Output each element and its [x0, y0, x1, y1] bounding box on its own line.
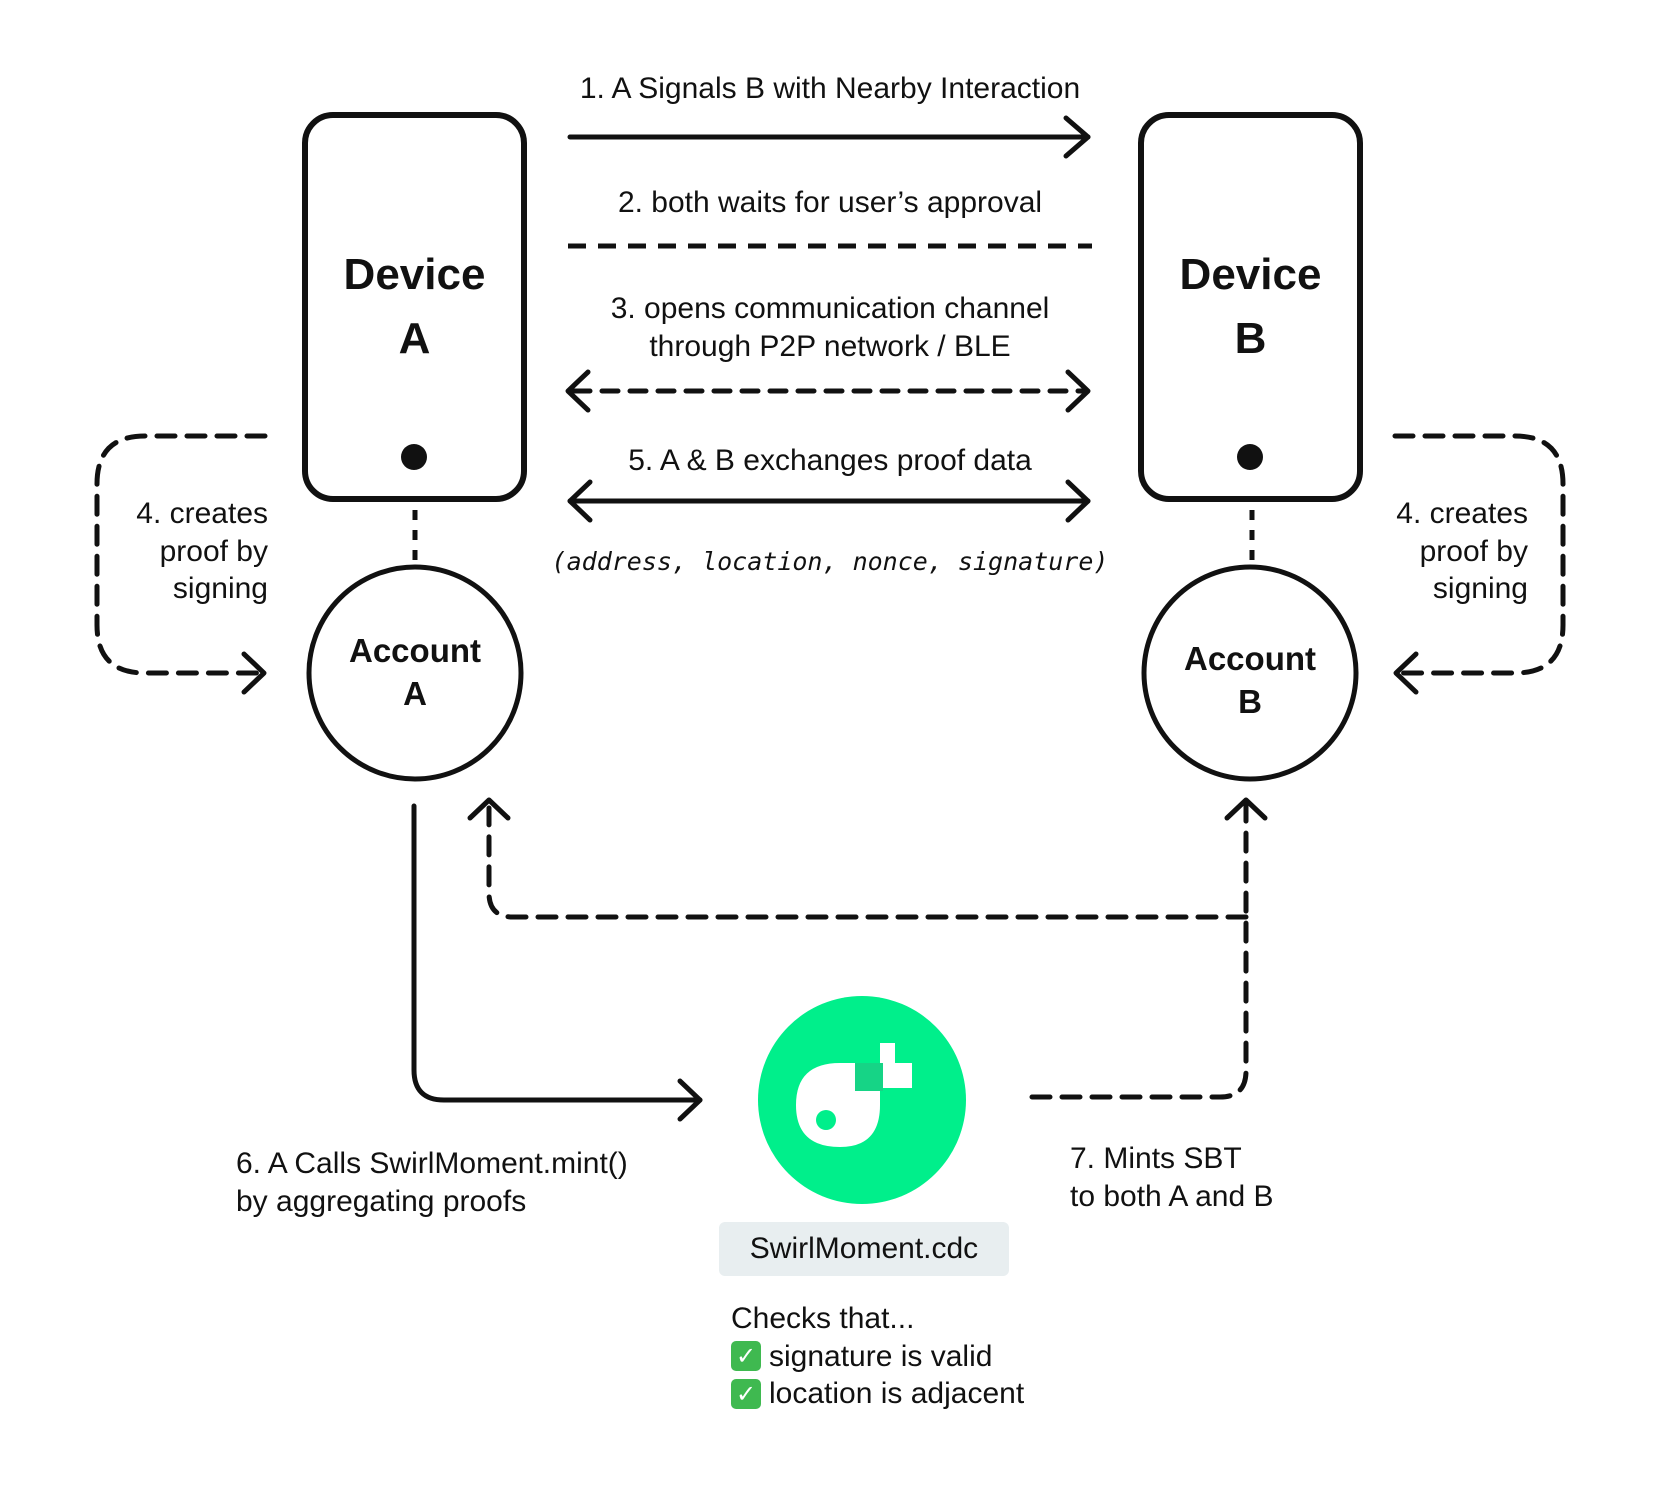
step5-fields: (address, location, nonce, signature)	[551, 547, 1109, 576]
checks-title: Checks that...	[731, 1302, 915, 1335]
step6-arrow	[411, 803, 703, 1122]
check-item-signature-label: signature is valid	[769, 1339, 993, 1373]
step4-right-line2: proof by	[1419, 534, 1528, 568]
step7-label: 7. Mints SBT to both A and B	[1070, 1140, 1274, 1215]
step4-right-line3: signing	[1432, 572, 1528, 605]
step1-arrow	[567, 115, 1091, 159]
step4-left-line3: signing	[172, 572, 268, 605]
check-mark-icon: ✓	[731, 1378, 761, 1409]
step4-right-line1: 4. creates	[1396, 497, 1528, 530]
step3-label-line2: through P2P network / BLE	[649, 329, 1011, 363]
step3-arrow	[565, 369, 1091, 413]
step4-left-label: 4. creates proof by signing	[118, 495, 268, 608]
account-b-label-line1: Account	[1184, 640, 1316, 677]
device-b-label-line2: B	[1234, 313, 1267, 363]
step5-label: 5. A & B exchanges proof data	[628, 444, 1032, 477]
check-mark-icon: ✓	[731, 1341, 761, 1372]
account-b-label: Account B	[1155, 638, 1345, 724]
contract-name-badge: SwirlMoment.cdc	[719, 1222, 1009, 1276]
step7-line1: 7. Mints SBT	[1070, 1142, 1242, 1175]
device-a-label: Device A	[315, 243, 514, 371]
device-b-home-button	[1237, 444, 1263, 470]
step3-label-line1: 3. opens communication channel	[610, 292, 1050, 325]
step1-label: 1. A Signals B with Nearby Interaction	[579, 72, 1081, 105]
step4-left-line2: proof by	[159, 534, 268, 568]
account-a-label: Account A	[320, 630, 510, 716]
step7-line2: to both A and B	[1070, 1179, 1274, 1213]
step6-line1: 6. A Calls SwirlMoment.mint()	[236, 1147, 628, 1180]
step4-right-label: 4. creates proof by signing	[1378, 495, 1528, 608]
check-item-location: ✓ location is adjacent	[731, 1375, 1024, 1413]
device-b-label: Device B	[1151, 243, 1350, 371]
step6-line2: by aggregating proofs	[236, 1184, 527, 1218]
check-item-signature: ✓ signature is valid	[731, 1338, 1024, 1376]
account-b-circle	[1141, 564, 1359, 782]
step7-arrows	[467, 797, 1268, 1100]
flow-logo-dark-square	[855, 1063, 883, 1091]
device-a-home-button	[401, 444, 427, 470]
account-a-circle	[306, 564, 524, 782]
step4-right-loop	[1392, 433, 1566, 695]
device-b-box	[1138, 112, 1363, 502]
device-b-label-line1: Device	[1179, 250, 1322, 299]
step4-left-line1: 4. creates	[136, 497, 268, 530]
account-b-label-line2: B	[1238, 682, 1262, 720]
contract-checks: Checks that... ✓ signature is valid ✓ lo…	[731, 1300, 1024, 1413]
account-a-label-line1: Account	[349, 632, 481, 669]
device-a-label-line2: A	[398, 313, 431, 363]
check-item-location-label: location is adjacent	[769, 1377, 1025, 1410]
step2-label: 2. both waits for user’s approval	[617, 186, 1043, 219]
account-a-label-line2: A	[403, 674, 427, 712]
step4-left-loop	[94, 433, 268, 695]
step5-arrow	[567, 479, 1091, 523]
device-a-box	[302, 112, 527, 502]
device-a-label-line1: Device	[343, 250, 486, 299]
flow-logo-icon	[758, 996, 966, 1204]
step6-label: 6. A Calls SwirlMoment.mint() by aggrega…	[236, 1145, 628, 1220]
step3-label: 3. opens communication channel through P…	[540, 290, 1120, 365]
